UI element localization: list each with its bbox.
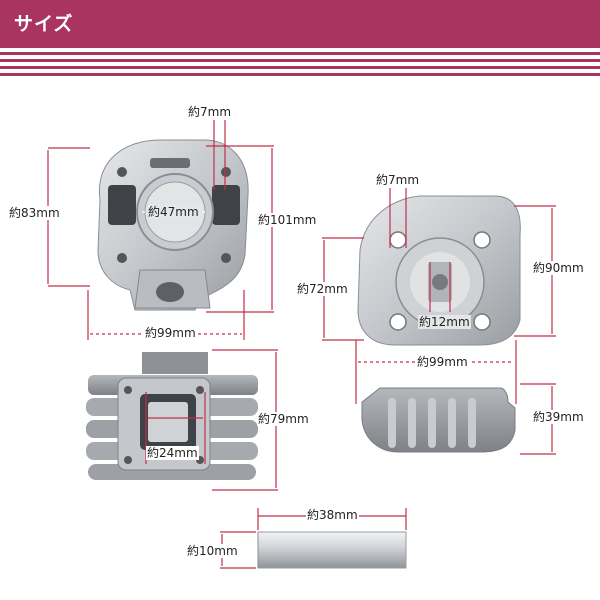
cylinder-stud-hole-label: 約7mm: [187, 105, 233, 119]
head-top-view: [357, 195, 521, 346]
cylinder-side-height-label: 約79mm: [257, 412, 310, 426]
head-side-height-label: 約39mm: [532, 410, 585, 424]
cylinder-transfer-port-left: [108, 185, 136, 225]
header-bar: サイズ: [0, 0, 600, 48]
head-width-label: 約99mm: [416, 355, 469, 369]
head-stud-hole-label: 約7mm: [375, 173, 421, 187]
cylinder-transfer-port-right: [212, 185, 240, 225]
cylinder-top-view: [97, 139, 249, 311]
cylinder-bore-label: 約47mm: [147, 205, 200, 219]
cylinder-port-label: 約24mm: [146, 446, 199, 460]
head-top-dimension-lines: [322, 188, 556, 404]
header-title: サイズ: [14, 13, 74, 35]
piston-pin: [257, 531, 407, 569]
cylinder-side-view: [86, 352, 258, 480]
cylinder-top-dimension-lines: [47, 120, 274, 340]
cylinder-width-label: 約99mm: [144, 326, 197, 340]
head-outer-height-label: 約90mm: [532, 261, 585, 275]
head-side-view: [361, 387, 516, 453]
pin-length-label: 約38mm: [306, 508, 359, 522]
pin-diameter-label: 約10mm: [186, 544, 239, 558]
head-inner-height-label: 約72mm: [296, 282, 349, 296]
cylinder-height-label: 約83mm: [8, 206, 61, 220]
cylinder-overall-label: 約101mm: [257, 213, 318, 227]
header-stripes: [0, 48, 600, 82]
head-plug-hole-label: 約12mm: [418, 315, 471, 329]
